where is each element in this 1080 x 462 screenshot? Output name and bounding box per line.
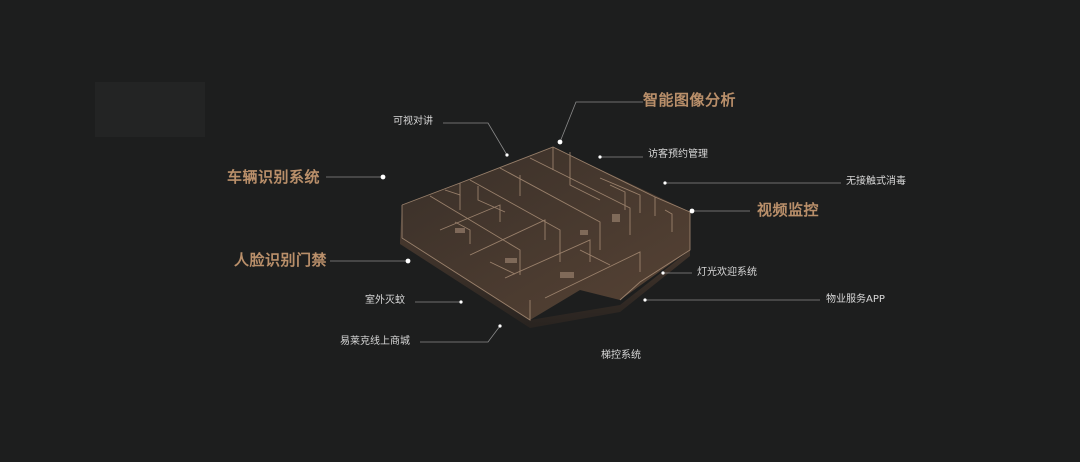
feature-label-visitor-booking: 访客预约管理 [648,149,708,160]
feature-label-vehicle-recognition: 车辆识别系统 [227,168,321,186]
feature-label-welcome-lighting: 灯光欢迎系统 [697,267,757,278]
anchor-dot-image-analysis [557,139,563,145]
building-walls [401,146,691,321]
leader-line-image-analysis [559,101,643,143]
anchor-dot-property-app [643,298,647,302]
anchor-dot-online-mall [498,324,502,328]
feature-label-video-surveillance: 视频监控 [757,201,820,219]
feature-label-face-access: 人脸识别门禁 [234,251,328,269]
feature-label-property-app: 物业服务APP [826,294,885,305]
leader-line-online-mall [420,325,501,343]
feature-label-outdoor-mosquito: 室外灭蚊 [365,295,405,306]
anchor-dot-welcome-lighting [661,271,665,275]
feature-label-elevator-control: 梯控系统 [601,350,641,361]
watermark-block [95,82,205,137]
anchor-dot-outdoor-mosquito [459,300,463,304]
feature-label-touchless-disinfection: 无接触式消毒 [846,176,906,187]
anchor-dot-video-intercom [505,153,509,157]
feature-label-image-analysis: 智能图像分析 [643,91,737,109]
anchor-dot-vehicle-recognition [380,174,386,180]
anchor-dot-video-surveillance [689,208,695,214]
anchor-dot-visitor-booking [598,155,602,159]
leader-line-video-intercom [443,122,508,156]
building-fixtures [455,214,620,278]
anchor-dot-touchless-disinfection [663,181,667,185]
anchor-dot-face-access [405,258,411,264]
feature-label-online-mall: 易莱克线上商城 [340,336,410,347]
feature-label-video-intercom: 可视对讲 [393,116,433,127]
building-slab-side [400,238,690,328]
